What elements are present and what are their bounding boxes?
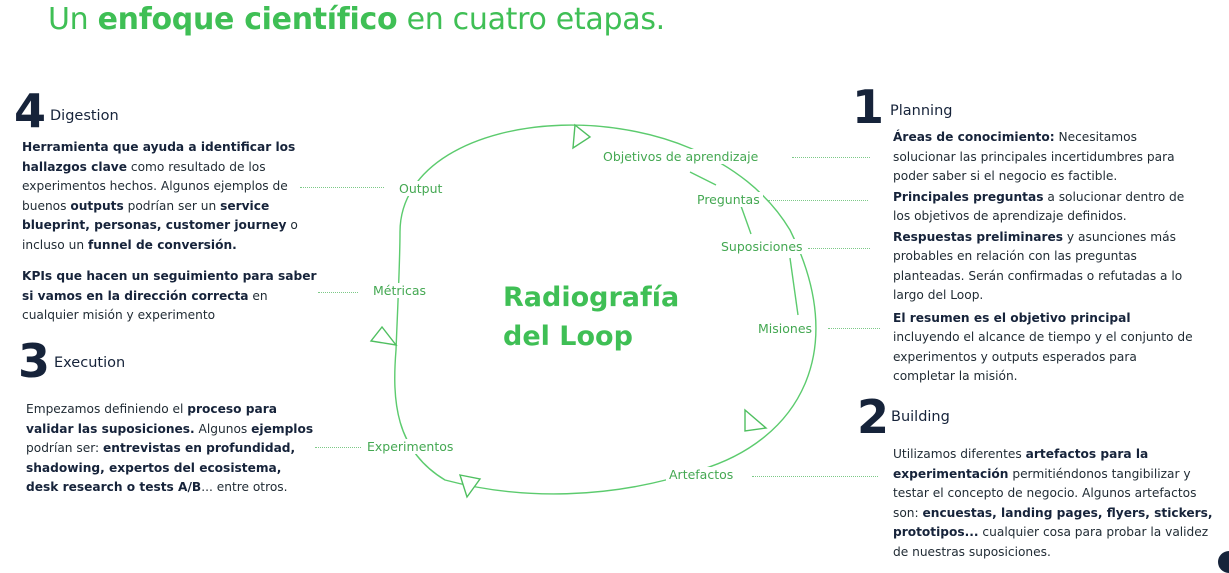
planning-text: Áreas de conocimiento: Necesitamos soluc…	[893, 130, 1193, 383]
dotted-connector	[300, 187, 384, 188]
stage-number-3: 3	[18, 334, 51, 388]
connector-misiones	[789, 257, 799, 316]
stage-name-building: Building	[891, 409, 950, 425]
dotted-connector	[315, 447, 361, 448]
loop-label-output: Output	[396, 181, 446, 196]
dotted-connector	[792, 157, 870, 158]
loop-label-artefactos: Artefactos	[666, 467, 737, 482]
loop-label-misiones: Misiones	[755, 321, 816, 336]
corner-badge[interactable]	[1218, 551, 1229, 573]
dotted-connector	[318, 292, 358, 293]
digestion-output-text: Herramienta que ayuda a identificar los …	[22, 140, 298, 252]
connector-preguntas	[689, 171, 717, 186]
stage-name-planning: Planning	[890, 103, 953, 119]
stage-number-2: 2	[857, 390, 890, 444]
arrow-right	[744, 408, 768, 432]
arrow-top	[572, 123, 592, 150]
connector-suposiciones	[740, 205, 752, 235]
page-title: Un enfoque científico en cuatro etapas.	[48, 2, 665, 37]
loop-label-experimentos: Experimentos	[364, 439, 457, 454]
loop-label-suposiciones: Suposiciones	[718, 239, 806, 254]
loop-label-metricas: Métricas	[370, 283, 430, 298]
digestion-metricas-text: KPIs que hacen un seguimiento para saber…	[22, 269, 317, 322]
building-text: Utilizamos diferentes artefactos para la…	[893, 447, 1213, 559]
dotted-connector	[808, 248, 870, 249]
loop-label-preguntas: Preguntas	[694, 192, 763, 207]
dotted-connector	[828, 328, 880, 329]
arrow-left	[369, 325, 398, 346]
stage-number-1: 1	[852, 80, 885, 134]
arrow-bottom	[458, 474, 482, 499]
dotted-connector	[752, 476, 878, 477]
loop-label-objetivos: Objetivos de aprendizaje	[600, 149, 762, 164]
dotted-connector	[768, 200, 868, 201]
execution-text: Empezamos definiendo el proceso para val…	[26, 402, 314, 494]
stage-number-4: 4	[14, 84, 47, 138]
stage-name-execution: Execution	[54, 355, 126, 371]
stage-name-digestion: Digestion	[50, 108, 119, 124]
